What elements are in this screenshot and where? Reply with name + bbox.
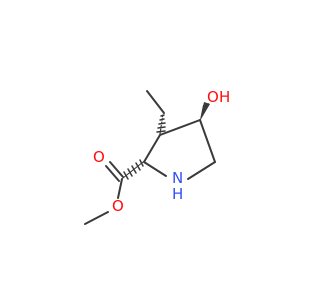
ester-o-label: O [112,197,124,215]
carbonyl-o-label: O [93,148,105,166]
bond-n-c2 [143,161,167,177]
bond-ester-c-o [117,178,123,199]
amine-h-label: H [172,185,183,203]
bond-c3-c4 [159,119,201,136]
hydroxyl-o-label: O [207,88,219,106]
bond-c4-c5 [199,119,216,163]
amine-n-label: N [172,169,183,187]
bond-c3-ethyl-hashed-wedge [156,113,166,135]
bond-ethyl-ch3-ch2 [146,90,165,114]
molecule-structure: O H O O N H [84,88,230,225]
bond-o-methyl [84,211,109,225]
hydroxyl-h-label: H [219,88,230,106]
bond-c5-n [187,161,216,180]
bond-carbonyl-1 [109,161,124,178]
bond-carbonyl-2 [105,165,120,182]
bond-c2-c3 [143,134,161,163]
bond-c2-ester-hashed-wedge [122,159,144,180]
